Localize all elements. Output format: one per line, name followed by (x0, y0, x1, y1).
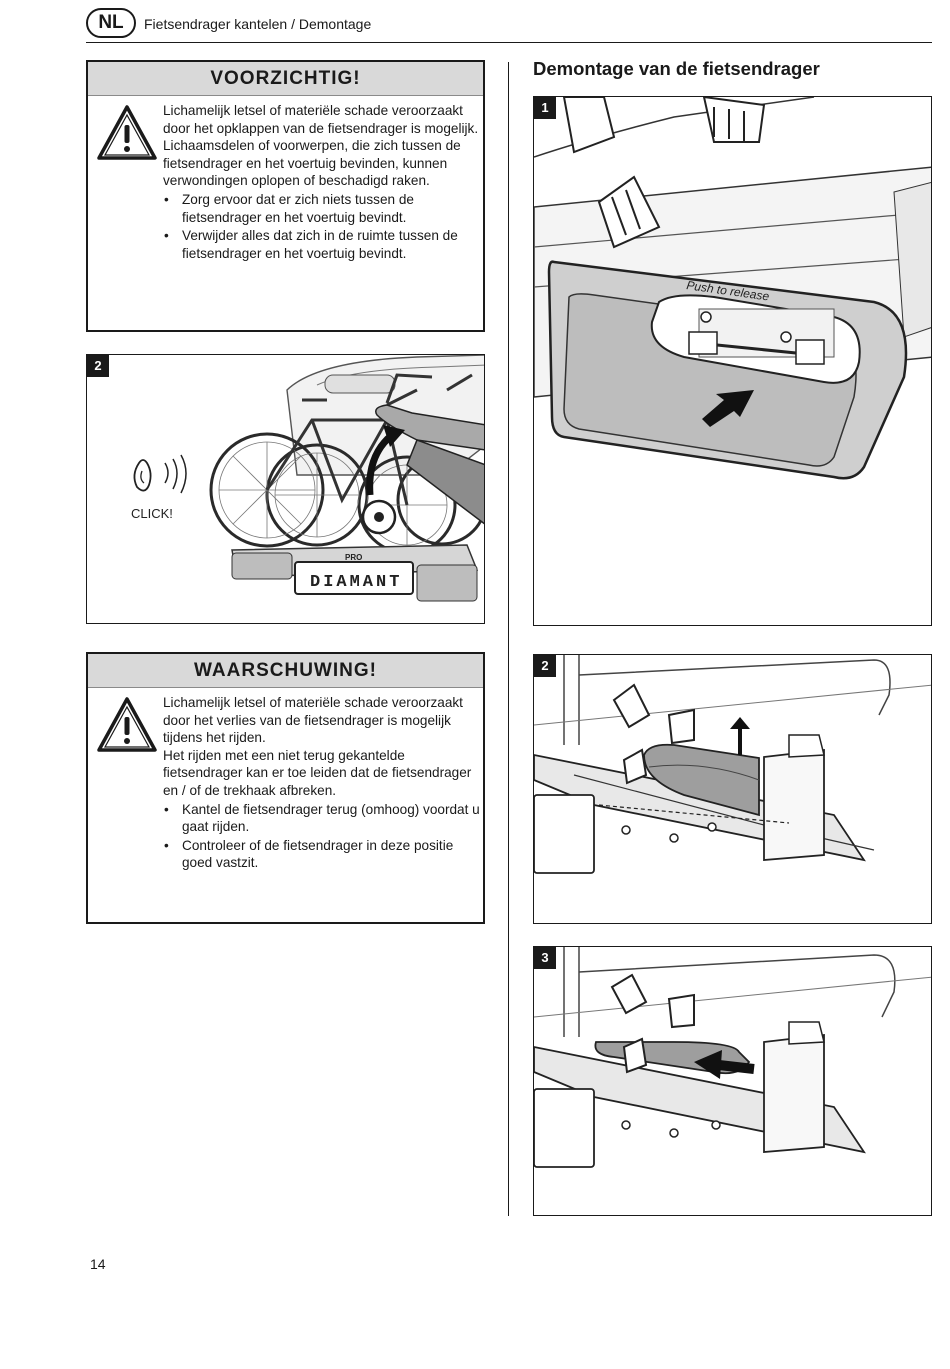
caution-text: Lichamelijk letsel of materiële schade v… (163, 102, 481, 263)
warning-line-1: Lichamelijk letsel of materiële schade v… (163, 695, 463, 746)
figure-bike-carrier-tilt: 2 (86, 354, 485, 624)
warning-triangle-icon (97, 105, 157, 160)
figure-step-2: 2 (533, 654, 932, 924)
brand-label: PRO (345, 553, 362, 562)
plate-text: DIAMANT (310, 573, 402, 592)
push-lever-illustration (534, 947, 931, 1168)
warning-box: WAARSCHUWING! Lichamelijk letsel of mate… (86, 652, 485, 924)
warning-triangle-icon (97, 697, 157, 752)
caution-bullet-1: Zorg ervoor dat er zich niets tussen de … (163, 191, 481, 226)
step-1-number: 1 (534, 97, 556, 119)
caution-line-2: Lichaamsdelen of voorwerpen, die zich tu… (163, 138, 461, 189)
header-rule (86, 42, 932, 43)
caution-line-1: Lichamelijk letsel of materiële schade v… (163, 103, 479, 136)
caution-bullet-2: Verwijder alles dat zich in de ruimte tu… (163, 227, 481, 262)
warning-bullet-2: Controleer of de fietsendrager in deze p… (163, 837, 481, 872)
warning-bullets: Kantel de fietsendrager terug (omhoog) v… (163, 801, 481, 872)
caution-bullets: Zorg ervoor dat er zich niets tussen de … (163, 191, 481, 262)
page-number: 14 (90, 1256, 106, 1272)
warning-bullet-1: Kantel de fietsendrager terug (omhoog) v… (163, 801, 481, 836)
caution-box: VOORZICHTIG! Lichamelijk letsel of mater… (86, 60, 485, 332)
step-3-number: 3 (534, 947, 556, 969)
warning-heading: WAARSCHUWING! (88, 654, 483, 688)
column-divider (508, 62, 509, 1216)
tilt-lever-up-illustration (534, 655, 931, 874)
header-title: Fietsendrager kantelen / Demontage (144, 16, 372, 32)
figure-number: 2 (87, 355, 109, 377)
figure-step-3: 3 (533, 946, 932, 1216)
page-header: NL Fietsendrager kantelen / Demontage (86, 8, 932, 44)
warning-line-2: Het rijden met een niet terug gekantelde… (163, 747, 472, 798)
step-2-number: 2 (534, 655, 556, 677)
warning-text: Lichamelijk letsel of materiële schade v… (163, 694, 481, 873)
release-lever-illustration: Push to release (534, 97, 931, 480)
figure-step-1: 1 Push to release (533, 96, 932, 626)
click-label: CLICK! (131, 506, 173, 521)
bike-carrier-illustration: DIAMANT PRO CLICK! (131, 355, 484, 602)
caution-heading: VOORZICHTIG! (88, 62, 483, 96)
language-badge: NL (86, 8, 136, 38)
section-title: Demontage van de fietsendrager (533, 58, 820, 79)
